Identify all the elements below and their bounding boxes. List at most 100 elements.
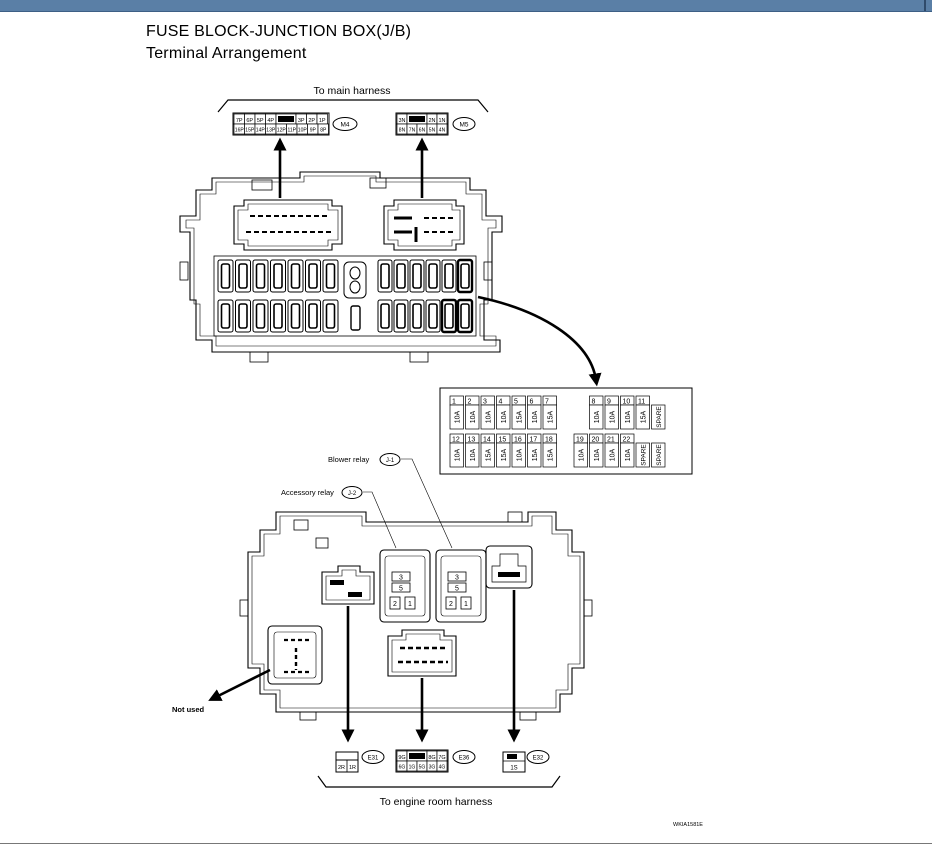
m4-bottom-pin-label: 11P: [287, 128, 296, 134]
fuse-number: 15: [499, 437, 507, 444]
accessory-relay-leader: [363, 491, 397, 549]
m4-bottom-pin-label: 8P: [320, 128, 327, 134]
e36-bottom-pin-label: 4G: [439, 765, 446, 771]
window-top-bar: [0, 0, 932, 12]
fuse-rating: 10A: [470, 448, 477, 461]
fuse-number: 16: [514, 437, 522, 444]
fuse-rating-cell: [542, 404, 557, 430]
e36-socket: [387, 629, 457, 677]
e36-pin-label: 7G: [438, 755, 445, 761]
fuse-rating: 10A: [625, 410, 632, 423]
e36-bottom-pin-label: 3G: [429, 765, 436, 771]
m5-key-block: [409, 116, 425, 122]
fuse-slot: [393, 299, 409, 333]
fuse-slot-inner: [396, 303, 406, 329]
fuse-rating: 10A: [609, 448, 616, 461]
fuse-number: 10: [623, 399, 631, 406]
blower-relay-label: Blower relay: [328, 455, 370, 464]
fuse-slot: [305, 299, 321, 333]
top-bar-edge: [924, 0, 926, 11]
m4-bottom-cell: [317, 123, 329, 135]
m4-pin-label: 3P: [298, 118, 305, 124]
fuse-slot-inner: [290, 263, 301, 289]
fuse-rating-cell: [604, 442, 619, 468]
connector-e31: 2R 1R E31: [335, 750, 385, 773]
fuse-slot: [322, 259, 339, 293]
fuse-number: 1: [452, 399, 456, 406]
fuse-slot-inner: [412, 303, 422, 329]
lower-junction-box: [239, 511, 593, 721]
fuse-rating-cell: [480, 442, 495, 468]
fuse-rating: 15A: [516, 410, 523, 423]
arrow-to-fuse-table: [477, 295, 602, 387]
fuse-rating-cell: [449, 404, 464, 430]
fuse-number: 21: [607, 437, 615, 444]
m4-bottom-pin-label: 15P: [245, 128, 255, 134]
e32-badge-label: E32: [533, 756, 544, 762]
fuse-rating: 15A: [501, 448, 508, 461]
fuse-rating: 10A: [625, 448, 632, 461]
fuse-slot: [393, 259, 409, 293]
m4-pin-label: 1P: [319, 118, 326, 124]
fuse-slot: [287, 299, 304, 333]
m4-cavity: [233, 199, 343, 251]
m5-bottom-pin-label: 4N: [439, 128, 446, 134]
fuse-rating: 10A: [501, 410, 508, 423]
fuse-slot-inner: [325, 263, 336, 289]
fuse-number: 4: [499, 399, 503, 406]
fuse-slot: [235, 299, 251, 333]
engine-harness-bracket: [317, 775, 561, 788]
fuse-rating-cell: [527, 442, 542, 468]
fuse-rating: SPARE: [640, 444, 647, 466]
blower-pin-2: 2: [449, 601, 453, 608]
j2-badge-label: J-2: [348, 491, 357, 497]
m5-cavity: [383, 199, 465, 251]
m4-bottom-pin-label: 16P: [235, 128, 245, 134]
m4-key-block: [278, 116, 294, 122]
fuse-slot-inner: [444, 303, 454, 329]
fuse-slot-inner: [380, 303, 390, 329]
e32-badge: [526, 750, 550, 764]
fuse-number: 14: [483, 437, 491, 444]
fuse-slot: [425, 299, 441, 333]
fuse-number: 19: [576, 437, 584, 444]
fuse-slot-inner: [220, 303, 231, 329]
e31-socket: [321, 565, 375, 605]
main-harness-label: To main harness: [313, 85, 390, 97]
fuse-slot: [252, 299, 269, 333]
fuse-rating-cell: [604, 404, 619, 430]
e32-pin-1s: 1S: [510, 766, 517, 772]
bottom-rule: [0, 843, 932, 844]
fuse-rating: 10A: [594, 448, 601, 461]
fuse-slot: [441, 259, 457, 293]
acc-pin-2: 2: [393, 601, 397, 608]
blower-pin-3: 3: [455, 575, 459, 582]
e32-socket: [485, 545, 533, 589]
fuse-rating: 15A: [532, 448, 539, 461]
e36-pin-label: 8G: [428, 755, 435, 761]
accessory-relay-label: Accessory relay: [281, 488, 334, 497]
m4-pin-label: 2P: [308, 118, 315, 124]
e36-key-block: [409, 753, 425, 759]
blower-pin-1: 1: [464, 601, 468, 608]
connector-e32: 1S E32: [502, 750, 550, 773]
fuse-rating: 10A: [578, 448, 585, 461]
fuse-number: 3: [483, 399, 487, 406]
fuse-slot: [252, 259, 269, 293]
fuse-block-slots: [213, 255, 477, 337]
m4-bottom-pin-label: 10P: [298, 128, 308, 134]
j2-badge: [341, 486, 363, 499]
fuse-slot: [377, 299, 393, 333]
m5-bottom-cell: [436, 123, 448, 135]
fuse-rating-cell: [589, 442, 604, 468]
acc-pin-3: 3: [399, 575, 403, 582]
e36-bottom-pin-label: 5G: [419, 765, 426, 771]
fuse-slot-center: [350, 305, 361, 331]
fuse-slot-inner: [412, 263, 422, 289]
fuse-rating-cell: [635, 442, 650, 468]
fuse-rating: 10A: [454, 448, 461, 461]
fuse-slot-inner: [428, 303, 438, 329]
fuse-slot: [409, 259, 425, 293]
